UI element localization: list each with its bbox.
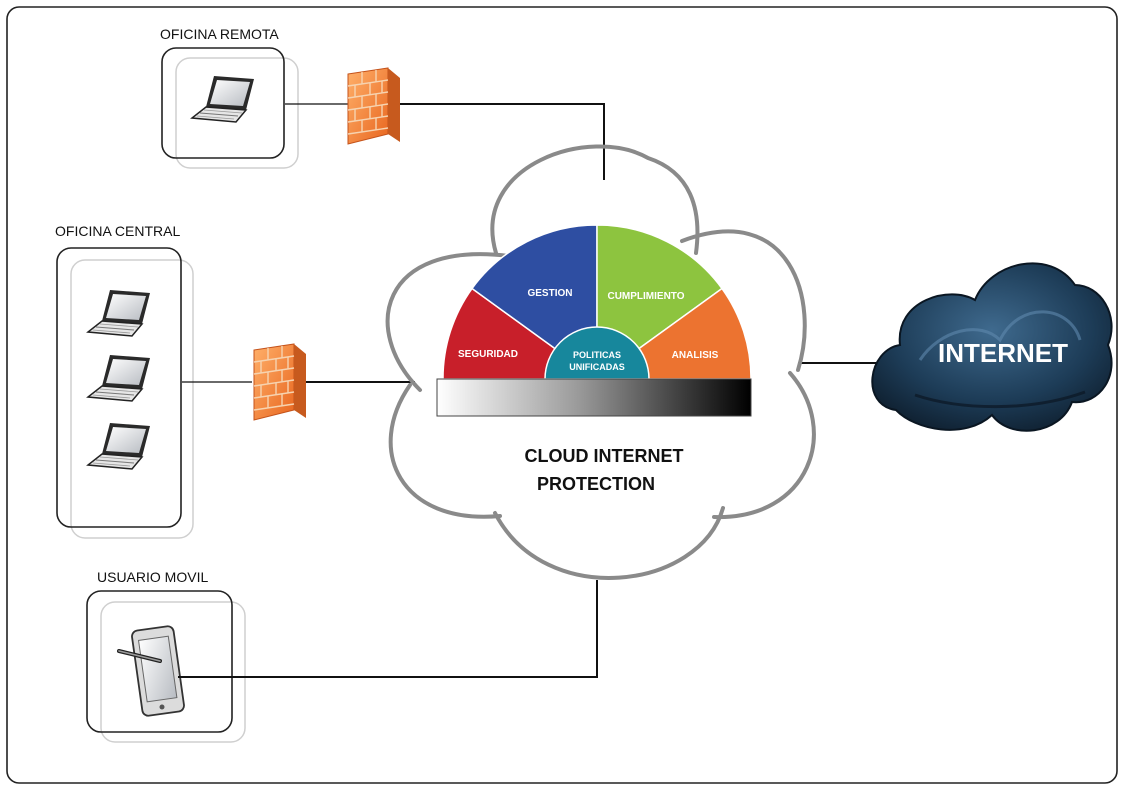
connection-lines (178, 103, 880, 678)
label-gestion: GESTION (527, 288, 572, 299)
internet-cloud: INTERNET (871, 262, 1113, 432)
site-label-mobile: USUARIO MOVIL (97, 569, 208, 585)
label-unificadas: UNIFICADAS (569, 362, 625, 372)
site-mobile-user: USUARIO MOVIL (86, 569, 246, 743)
cloud-outline (385, 144, 816, 580)
central-box-shadow (70, 259, 194, 539)
cloud-title-line1: CLOUD INTERNET (525, 446, 684, 466)
remote-box-shadow (175, 57, 299, 169)
internet-cloud-shape (871, 262, 1113, 432)
mobile-box-shadow (100, 601, 246, 743)
cloud-internet-protection: SEGURIDAD GESTION CUMPLIMIENTO ANALISIS … (385, 144, 816, 580)
policy-gauge: SEGURIDAD GESTION CUMPLIMIENTO ANALISIS … (436, 224, 752, 417)
remote-firewall-to-cloud-line (398, 103, 605, 180)
segment-politicas-unificadas (544, 326, 650, 380)
gradient-bar (436, 378, 752, 417)
mobile-box (86, 590, 233, 733)
tablet-icon (117, 625, 185, 717)
label-politicas: POLITICAS (573, 350, 621, 360)
cloud-title-line2: PROTECTION (537, 474, 655, 494)
site-label-central: OFICINA CENTRAL (55, 223, 180, 239)
label-analisis: ANALISIS (672, 350, 719, 361)
central-box (56, 247, 182, 528)
internet-label: INTERNET (938, 338, 1068, 368)
label-seguridad: SEGURIDAD (458, 349, 518, 360)
laptop-icon (87, 354, 151, 402)
laptop-icon (191, 75, 255, 123)
remote-box (161, 47, 285, 159)
label-cumplimiento: CUMPLIMIENTO (607, 291, 684, 302)
firewall-icon (347, 67, 401, 145)
site-central-office: OFICINA CENTRAL (55, 223, 194, 539)
laptop-icon (87, 289, 151, 337)
site-remote-office: OFICINA REMOTA (160, 26, 299, 169)
site-label-remote: OFICINA REMOTA (160, 26, 279, 42)
laptop-icon (87, 422, 151, 470)
cloud-to-mobile-line (178, 580, 598, 678)
diagram-frame (6, 6, 1118, 784)
firewall-icon (253, 343, 307, 421)
